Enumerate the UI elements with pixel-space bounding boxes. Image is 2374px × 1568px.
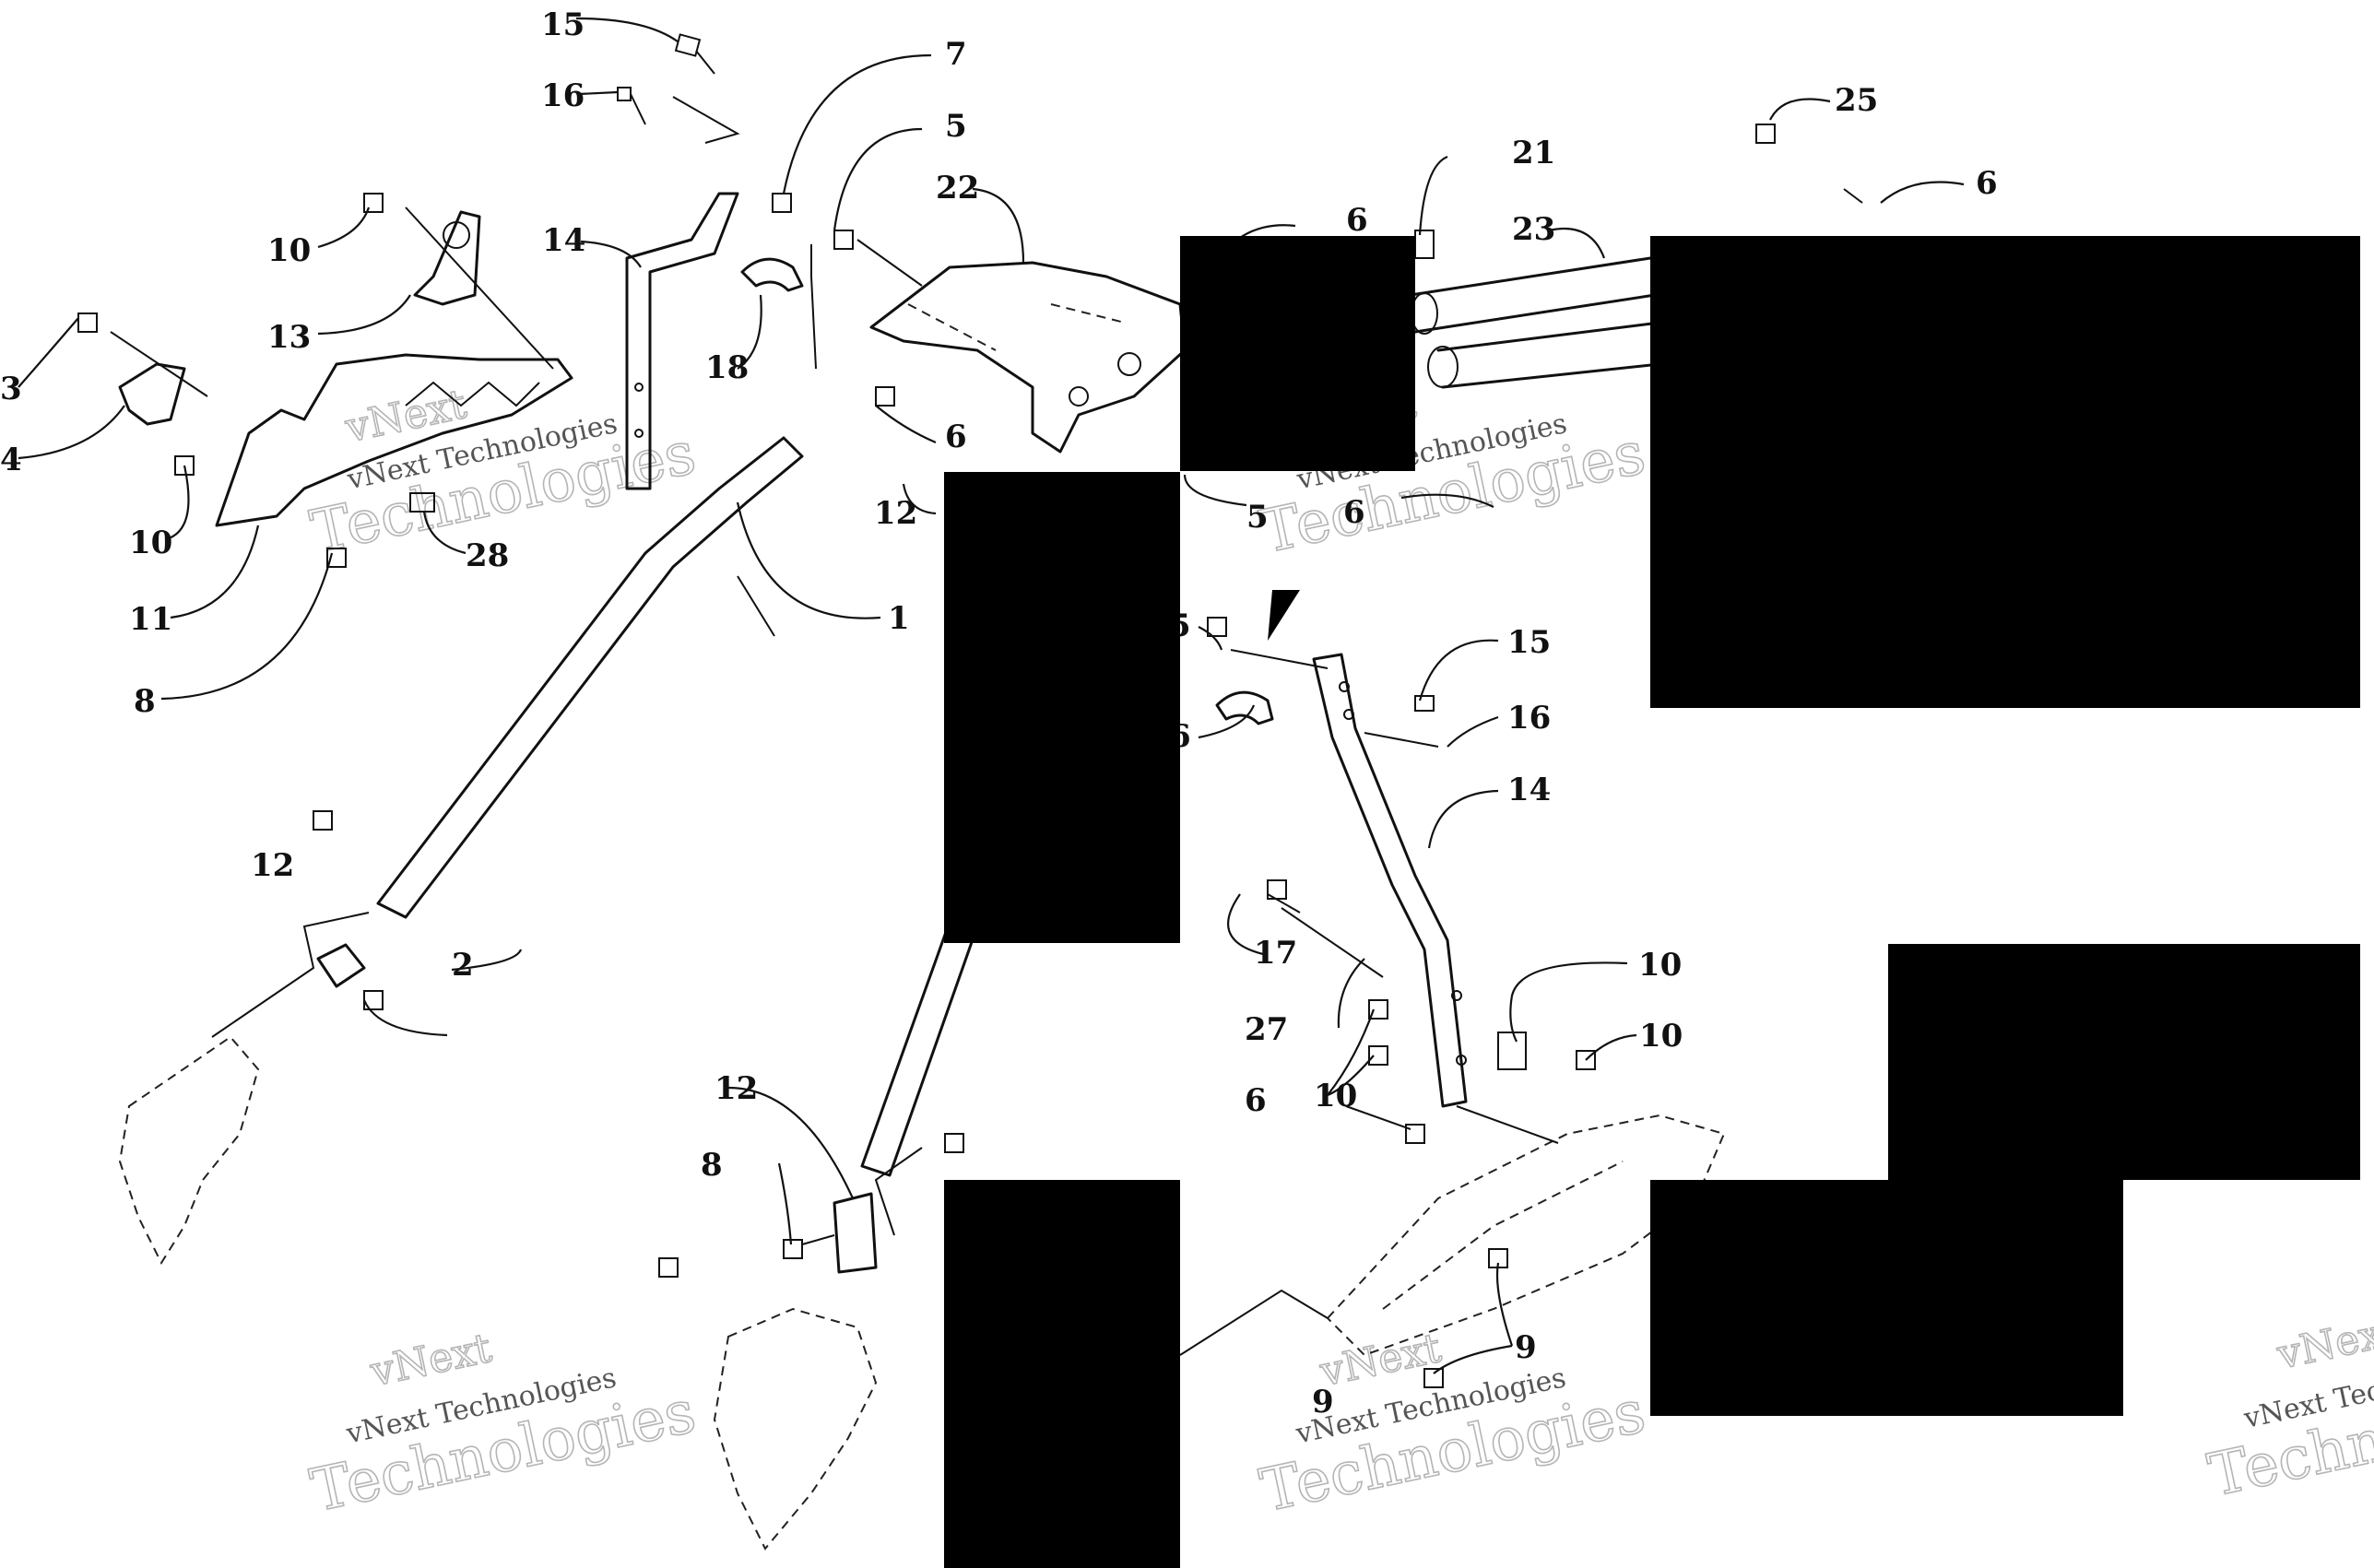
callout-label: 15 [1507,624,1551,661]
cross-tube-upper [1409,256,1657,334]
watermark-line1: vNext [1316,1325,1446,1397]
callout-label: 9 [1312,1384,1334,1421]
lower-tube [860,920,979,1177]
callout-label: 10 [267,232,311,269]
strap-hole [1456,1055,1467,1066]
left-strap [625,192,739,490]
callout-label: 10 [129,525,172,561]
clip-hole [443,221,470,249]
callout-label: 2 [452,947,474,984]
cross-tube-lower [1436,321,1661,389]
callout-label: 6 [1343,494,1365,531]
top-clip [413,210,481,306]
callout-label: 14 [542,222,585,259]
alignment-lines [110,96,1863,1356]
redaction-box [944,1180,1180,1568]
mid-clamp [1215,690,1274,725]
redaction-box [1888,944,2360,1180]
callout-label: 27 [1245,1011,1288,1048]
callout-label: 6 [1245,1082,1267,1119]
callout-label: 3 [0,371,22,407]
left-sleeve [316,943,366,988]
callout-label: 14 [1507,772,1551,808]
left-bracket-pattern [405,381,540,407]
redaction-box [1650,1180,2123,1416]
callout-label: 12 [715,1070,758,1107]
watermark-bottom-right: vNext vNext Technologies Technologies [2202,1306,2374,1511]
callout-label: 22 [936,170,979,206]
tube-end [1427,346,1459,388]
callout-label: 8 [134,683,156,720]
redaction-box [1650,236,2360,708]
callout-label: 13 [267,319,311,356]
lower-sleeve [833,1192,878,1274]
callout-labels-extra: 9 [1312,1384,1334,1421]
callout-label: 28 [466,537,509,574]
strap-hole [1339,681,1350,692]
left-bracket [215,353,573,527]
frame-lower-center [713,1307,878,1550]
bracket-hole [1117,352,1141,376]
left-mount [118,362,186,426]
callout-label: 12 [874,495,917,532]
watermark-line1: vNext [366,1325,496,1397]
callout-label: 7 [945,36,967,73]
strap-hole [1343,709,1354,720]
redaction-box [944,472,1180,943]
callout-label: 11 [129,601,172,638]
redaction-boxes [944,236,2360,1568]
watermark-line1: vNext [2273,1307,2374,1379]
callout-label: 17 [1254,935,1297,972]
callout-label: 6 [1346,202,1368,239]
callout-label: 10 [1639,1018,1683,1055]
tube-end [1411,292,1438,335]
callout-label: 4 [0,442,22,478]
top-clamp [740,257,804,292]
frame-inner [1382,1161,1624,1310]
redaction-box [1180,236,1415,471]
callout-label: 25 [1835,82,1878,119]
callout-label: 5 [1246,499,1269,536]
frame-lower-left [118,1035,260,1266]
callout-label: 10 [1314,1078,1357,1114]
callout-label: 12 [251,847,294,884]
callout-label: 10 [1638,947,1682,984]
main-tube [376,436,804,919]
callout-label: 9 [1515,1329,1537,1366]
strap-hole [1451,990,1462,1001]
watermark-bottom-center: vNext vNext Technologies Technologies [1254,1324,1651,1527]
watermark-bottom-left: vNext vNext Technologies Technologies [304,1324,702,1527]
callout-label: 15 [541,6,585,43]
callout-label: 8 [701,1147,723,1184]
bracket-hole [1069,386,1089,407]
callout-label: 23 [1512,211,1555,248]
callout-label: 16 [1507,700,1551,737]
callout-label: 6 [1976,165,1998,202]
strap-hole [634,429,644,438]
callout-label: 5 [945,108,967,145]
callout-label: 16 [541,77,585,114]
callout-label: 6 [945,419,967,455]
callout-label: 21 [1512,135,1555,171]
watermark-top-left: vNext vNext Technologies Technologies [304,380,702,568]
callout-label: 18 [705,349,749,386]
right-strap [1312,653,1468,1108]
callout-leaders [18,17,1965,1374]
center-bracket-hidden [907,303,1126,351]
strap-hole [634,383,644,392]
center-bracket [869,261,1187,454]
frame-lower-right [1326,1114,1726,1357]
callout-label: 1 [888,600,910,637]
pointer-arrow [1268,590,1300,641]
